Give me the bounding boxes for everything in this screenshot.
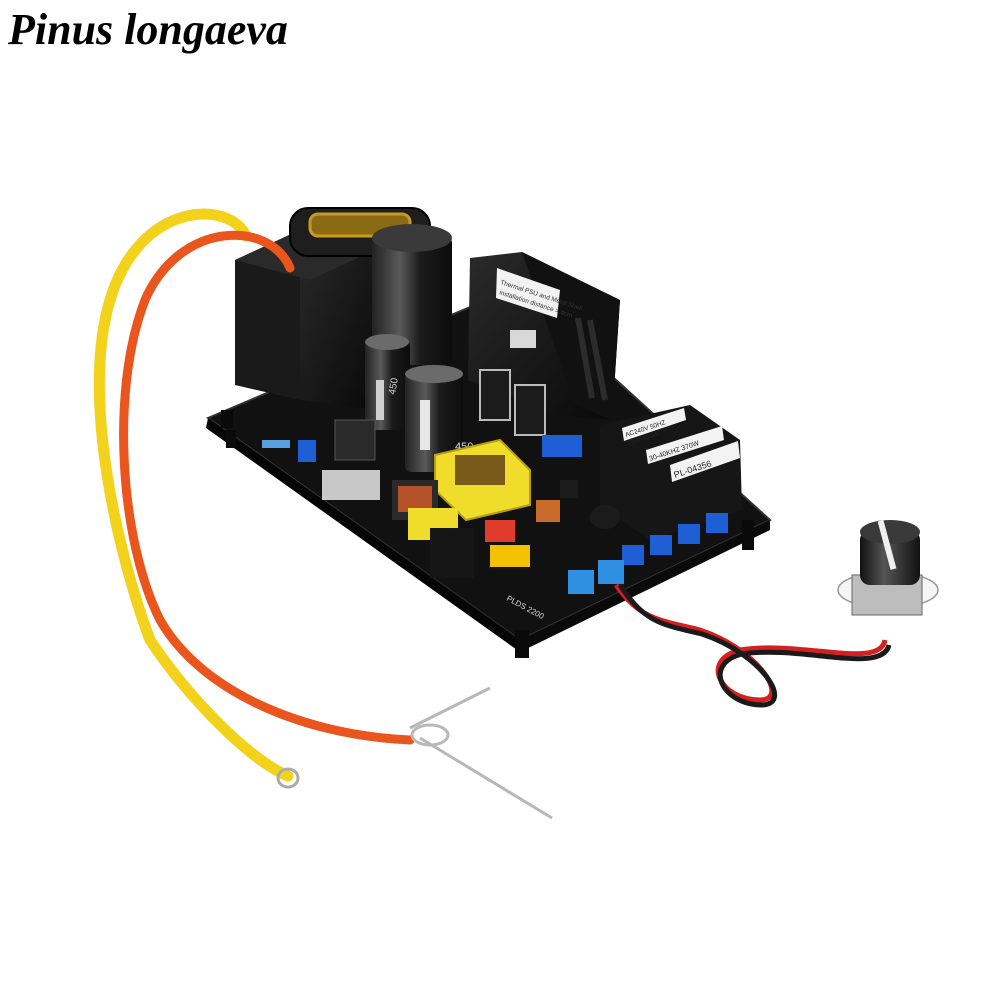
small-capacitor [560, 480, 578, 498]
heatsink [322, 470, 380, 500]
fuse [490, 545, 530, 567]
terminal-block [568, 570, 594, 594]
electrolytic-capacitor-2: 450 [405, 365, 473, 472]
rating-module: AC240V 50HZ Max 450W 30-40KHZ 370W PL-04… [600, 405, 742, 540]
high-voltage-wires [93, 208, 553, 820]
trimmer-potentiometers [622, 513, 728, 565]
resistor [262, 440, 290, 448]
large-capacitor [372, 224, 452, 365]
speed-knob [837, 520, 939, 616]
cap-rating-label: 450 [387, 377, 401, 396]
ceramic-capacitor [536, 500, 560, 522]
power-transistor [514, 384, 546, 436]
blue-capacitor [298, 440, 316, 462]
bridge-rectifier [334, 419, 376, 461]
cooling-fan: Thermal PSU and Metal Shell installation… [468, 252, 620, 420]
potentiometer-cable [613, 583, 892, 708]
electrolytic-capacitor-1: 450 [365, 334, 410, 430]
standoff [515, 630, 529, 658]
relay [430, 528, 474, 578]
buzzer [590, 505, 620, 529]
power-transistor [479, 369, 511, 421]
terminal-block [598, 560, 624, 584]
standoff [221, 410, 233, 428]
standoff [742, 520, 754, 550]
x-capacitor [542, 435, 582, 457]
brand-title: Pinus longaeva [8, 5, 288, 54]
red-capacitor [485, 520, 515, 542]
